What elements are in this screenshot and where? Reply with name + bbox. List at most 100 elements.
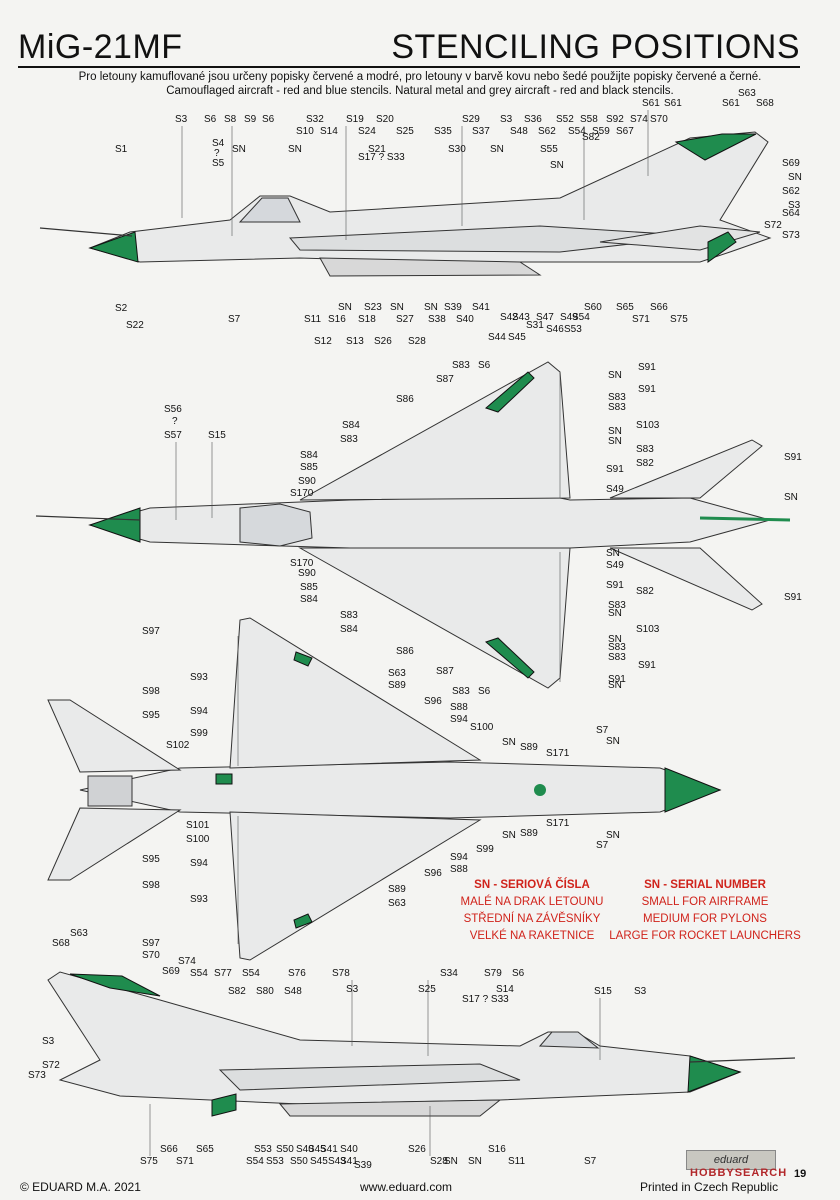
stencil-label: S53 (254, 1144, 272, 1155)
stencil-label: S83 (452, 360, 470, 371)
stencil-label: S28 (430, 1156, 448, 1167)
stencil-label: S76 (288, 968, 306, 979)
stencil-label: S45 (308, 1144, 326, 1155)
stencil-label: SN (608, 426, 622, 437)
stencil-label: S61 (664, 98, 682, 109)
stencil-label: S12 (314, 336, 332, 347)
stencil-label: S38 (428, 314, 446, 325)
stencil-label: S72 (42, 1060, 60, 1071)
stencil-label: S54 (568, 126, 586, 137)
stencil-label: S73 (28, 1070, 46, 1081)
stencil-label: S82 (636, 586, 654, 597)
stencil-label: SN (608, 608, 622, 619)
stencil-label: SN (502, 830, 516, 841)
stencil-label: S45 (310, 1156, 328, 1167)
stencil-label: S63 (70, 928, 88, 939)
stencil-label: S56 (164, 404, 182, 415)
stencil-label: SN (784, 492, 798, 503)
stencil-label: S31 (526, 320, 544, 331)
stencil-label: S45 (508, 332, 526, 343)
stencil-label: S83 (608, 402, 626, 413)
stencil-label: S93 (190, 672, 208, 683)
stencil-label: S99 (476, 844, 494, 855)
stencil-label: S55 (540, 144, 558, 155)
top-pitot-tube (35, 515, 141, 521)
stencil-label: S84 (300, 594, 318, 605)
bottom-green-dot (534, 784, 546, 796)
stencil-label: S50 (290, 1156, 308, 1167)
stencil-label: S103 (636, 420, 660, 431)
stencil-label: S18 (358, 314, 376, 325)
website-link[interactable]: www.eduard.com (360, 1180, 453, 1194)
stencil-label: S94 (190, 858, 208, 869)
stencil-label: S170 (290, 488, 314, 499)
stencil-label: S94 (450, 852, 468, 863)
stencil-label: S83 (608, 652, 626, 663)
stencil-label: S16 (328, 314, 346, 325)
legend-cz-line: VELKÉ NA RAKETNICE (469, 930, 595, 942)
stencil-label: S52 (556, 114, 574, 125)
stencil-label: S50 (276, 1144, 294, 1155)
stencil-label: S99 (190, 728, 208, 739)
bottom-wingtip-upper (293, 651, 313, 667)
stencil-label: S82 (228, 986, 246, 997)
stencil-label: S69 (782, 158, 800, 169)
page-footer: © EDUARD M.A. 2021 www.eduard.com Printe… (0, 1168, 840, 1200)
stencil-label: S48 (284, 986, 302, 997)
stencil-label: S75 (670, 314, 688, 325)
header-rule (18, 66, 800, 68)
stencil-label: S57 (164, 430, 182, 441)
stencil-label: S49 (560, 312, 578, 323)
stencil-label: S91 (784, 452, 802, 463)
right-nose-cone (687, 1055, 742, 1093)
stencil-label: S91 (638, 660, 656, 671)
legend-en-line: LARGE FOR ROCKET LAUNCHERS (609, 930, 801, 942)
stencil-label: S87 (436, 374, 454, 385)
top-wingtip-lower (485, 637, 535, 679)
stencil-label: S3 (175, 114, 188, 125)
stencil-label: S25 (396, 126, 414, 137)
stencil-label: S69 (162, 966, 180, 977)
stencil-label: S97 (142, 938, 160, 949)
stencil-label: S3 (788, 200, 801, 211)
stencil-label: S72 (764, 220, 782, 231)
stencil-label: S66 (160, 1144, 178, 1155)
stencil-label: S14 (496, 984, 514, 995)
stencil-label: SN (608, 436, 622, 447)
stencil-label: S2 (115, 303, 128, 314)
stencil-label: S98 (142, 686, 160, 697)
stencil-label: S85 (300, 462, 318, 473)
stencil-label: S86 (396, 646, 414, 657)
stencil-label: S65 (616, 302, 634, 313)
stencil-label: S71 (632, 314, 650, 325)
stencil-label: S23 (364, 302, 382, 313)
stencil-label: S171 (546, 748, 570, 759)
stencil-label: S42 (500, 312, 518, 323)
stencil-label: S13 (346, 336, 364, 347)
stencil-label: S19 (346, 114, 364, 125)
stencil-label: S16 (488, 1144, 506, 1155)
stencil-label: S91 (606, 464, 624, 475)
stencil-label: S91 (608, 674, 626, 685)
stencil-label: S41 (472, 302, 490, 313)
stencil-label: S82 (636, 458, 654, 469)
stencil-label: S170 (290, 558, 314, 569)
stencil-label: S91 (638, 384, 656, 395)
stencil-label: S40 (340, 1144, 358, 1155)
stencil-label: S63 (738, 88, 756, 99)
left-pitot-tube (39, 227, 133, 237)
stencil-label: S43 (328, 1156, 346, 1167)
stencil-label: S98 (142, 880, 160, 891)
stencil-label: S17 ? S33 (358, 152, 405, 163)
page-header: MiG-21MF STENCILING POSITIONS (0, 0, 840, 68)
stencil-label: S3 (634, 986, 647, 997)
stencil-label: S7 (228, 314, 241, 325)
stencil-label: S78 (332, 968, 350, 979)
stencil-label: SN (608, 370, 622, 381)
intro-line-en: Camouflaged aircraft - red and blue sten… (166, 85, 674, 97)
section-title: STENCILING POSITIONS (391, 28, 800, 66)
stencil-label: S61 (722, 98, 740, 109)
